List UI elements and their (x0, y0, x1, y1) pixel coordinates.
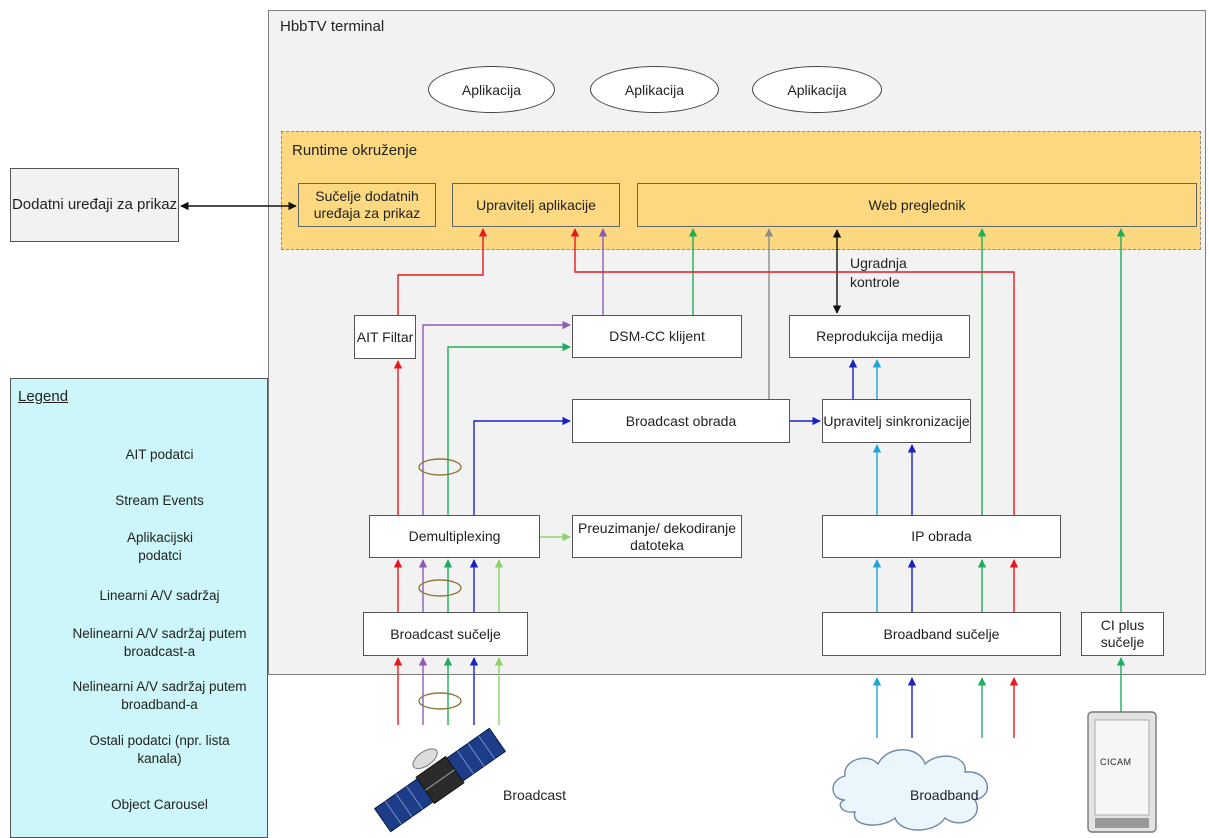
legend-item-nonlinear-broadband: Nelinearni A/V sadržaj putem broadband-a (72, 679, 247, 712)
broadband-source-label: Broadband (910, 787, 979, 803)
application-manager: Upravitelj aplikacije (452, 183, 620, 227)
ip-processing: IP obrada (822, 515, 1061, 558)
external-companion-devices: Dodatni uređaji za prikaz (10, 168, 179, 242)
runtime-title: Runtime okruženje (292, 142, 418, 159)
legend-title: Legend (18, 388, 69, 405)
media-playback: Reprodukcija medija (789, 315, 970, 358)
dsmcc-client: DSM-CC klijent (572, 315, 742, 358)
legend-item-object-carousel: Object Carousel (111, 797, 208, 812)
object-carousel-ellipse-2 (418, 579, 462, 597)
legend-item-nonlinear-broadcast: Nelinearni A/V sadržaj putem broadcast-a (72, 626, 247, 659)
legend-item-ait: AIT podatci (125, 447, 194, 462)
application-oval-1: Aplikacija (428, 66, 555, 113)
legend-item-stream-events: Stream Events (115, 493, 204, 508)
object-carousel-ellipse-1 (418, 458, 462, 476)
legend-item-app-data: Aplikacijski podatci (126, 530, 194, 563)
legend-item-linear-av: Linearni A/V sadržaj (99, 588, 220, 603)
application-oval-3: Aplikacija (752, 66, 882, 113)
cicam-label: CICAM (1100, 757, 1132, 767)
application-oval-2: Aplikacija (590, 66, 719, 113)
cicam-card-icon (1087, 711, 1157, 833)
web-browser: Web preglednik (637, 183, 1197, 227)
legend-item-other-data: Ostali podatci (npr. lista kanala) (89, 733, 230, 766)
object-carousel-ellipse-3 (418, 692, 462, 710)
companion-device-interface: Sučelje dodatnih uređaja za prikaz (298, 183, 436, 227)
broadcast-source-label: Broadcast (503, 787, 567, 803)
broadcast-interface: Broadcast sučelje (363, 612, 528, 656)
satellite-icon (373, 727, 507, 833)
terminal-title: HbbTV terminal (280, 18, 385, 35)
cloud-icon (832, 749, 988, 831)
synchronization-manager: Upravitelj sinkronizacije (822, 399, 971, 443)
ait-filter: AIT Filtar (354, 315, 416, 359)
embedding-control-label: Ugradnja kontrole (850, 255, 907, 290)
demultiplexing: Demultiplexing (369, 515, 540, 558)
file-download-decoding: Preuzimanje/ dekodiranje datoteka (572, 515, 742, 558)
ci-plus-interface: CI plus sučelje (1081, 612, 1164, 656)
legend-panel (10, 378, 268, 838)
broadband-interface: Broadband sučelje (822, 612, 1061, 656)
broadcast-processing: Broadcast obrada (572, 399, 790, 443)
